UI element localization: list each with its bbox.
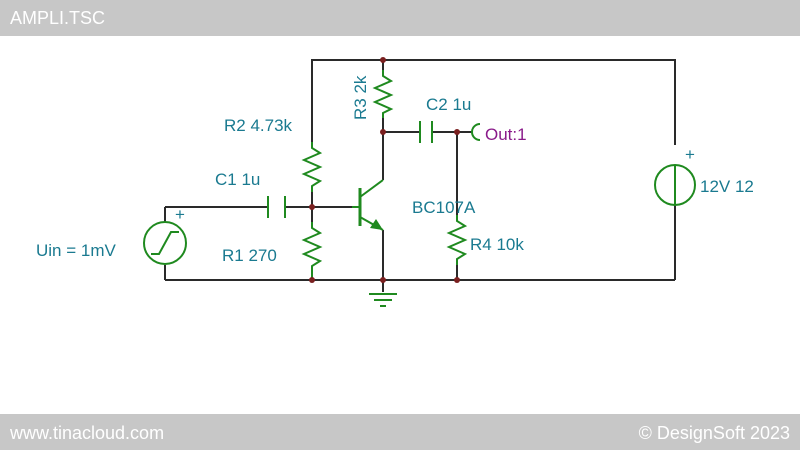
- footer-url[interactable]: www.tinacloud.com: [10, 423, 165, 443]
- wires: [164, 59, 676, 292]
- footer-copyright: © DesignSoft 2023: [638, 423, 790, 443]
- label-transistor: BC107A: [412, 198, 476, 217]
- footer-bar: www.tinacloud.com © DesignSoft 2023: [0, 414, 800, 450]
- dc-source-vcc[interactable]: [654, 164, 696, 206]
- resistor-r1[interactable]: [301, 222, 323, 280]
- output-pin[interactable]: [471, 123, 481, 141]
- label-vcc: 12V 12: [700, 177, 754, 196]
- resistor-r4[interactable]: [446, 215, 468, 265]
- resistor-r2[interactable]: [301, 142, 323, 192]
- label-c1: C1 1u: [215, 170, 260, 189]
- plus-sign-vcc: +: [685, 145, 695, 164]
- label-out: Out:1: [485, 125, 527, 144]
- plus-sign-uin: +: [175, 205, 185, 224]
- capacitor-c2[interactable]: [419, 121, 433, 143]
- label-c2: C2 1u: [426, 95, 471, 114]
- label-r1: R1 270: [222, 246, 277, 265]
- ground-icon: [369, 293, 397, 307]
- capacitor-c1[interactable]: [267, 196, 286, 218]
- label-uin: Uin = 1mV: [36, 241, 116, 260]
- schematic-canvas: R2 4.73k C1 1u R1 270 Uin = 1mV C2 1u BC…: [36, 57, 754, 307]
- resistor-r3[interactable]: [372, 70, 394, 118]
- junction-dots: [309, 57, 460, 283]
- window-title: AMPLI.TSC: [0, 0, 800, 36]
- label-r4: R4 10k: [470, 235, 524, 254]
- label-r2: R2 4.73k: [224, 116, 293, 135]
- ac-source-uin[interactable]: [143, 221, 187, 265]
- transistor-bc107a[interactable]: [352, 179, 384, 231]
- label-r3: R3 2k: [351, 75, 370, 120]
